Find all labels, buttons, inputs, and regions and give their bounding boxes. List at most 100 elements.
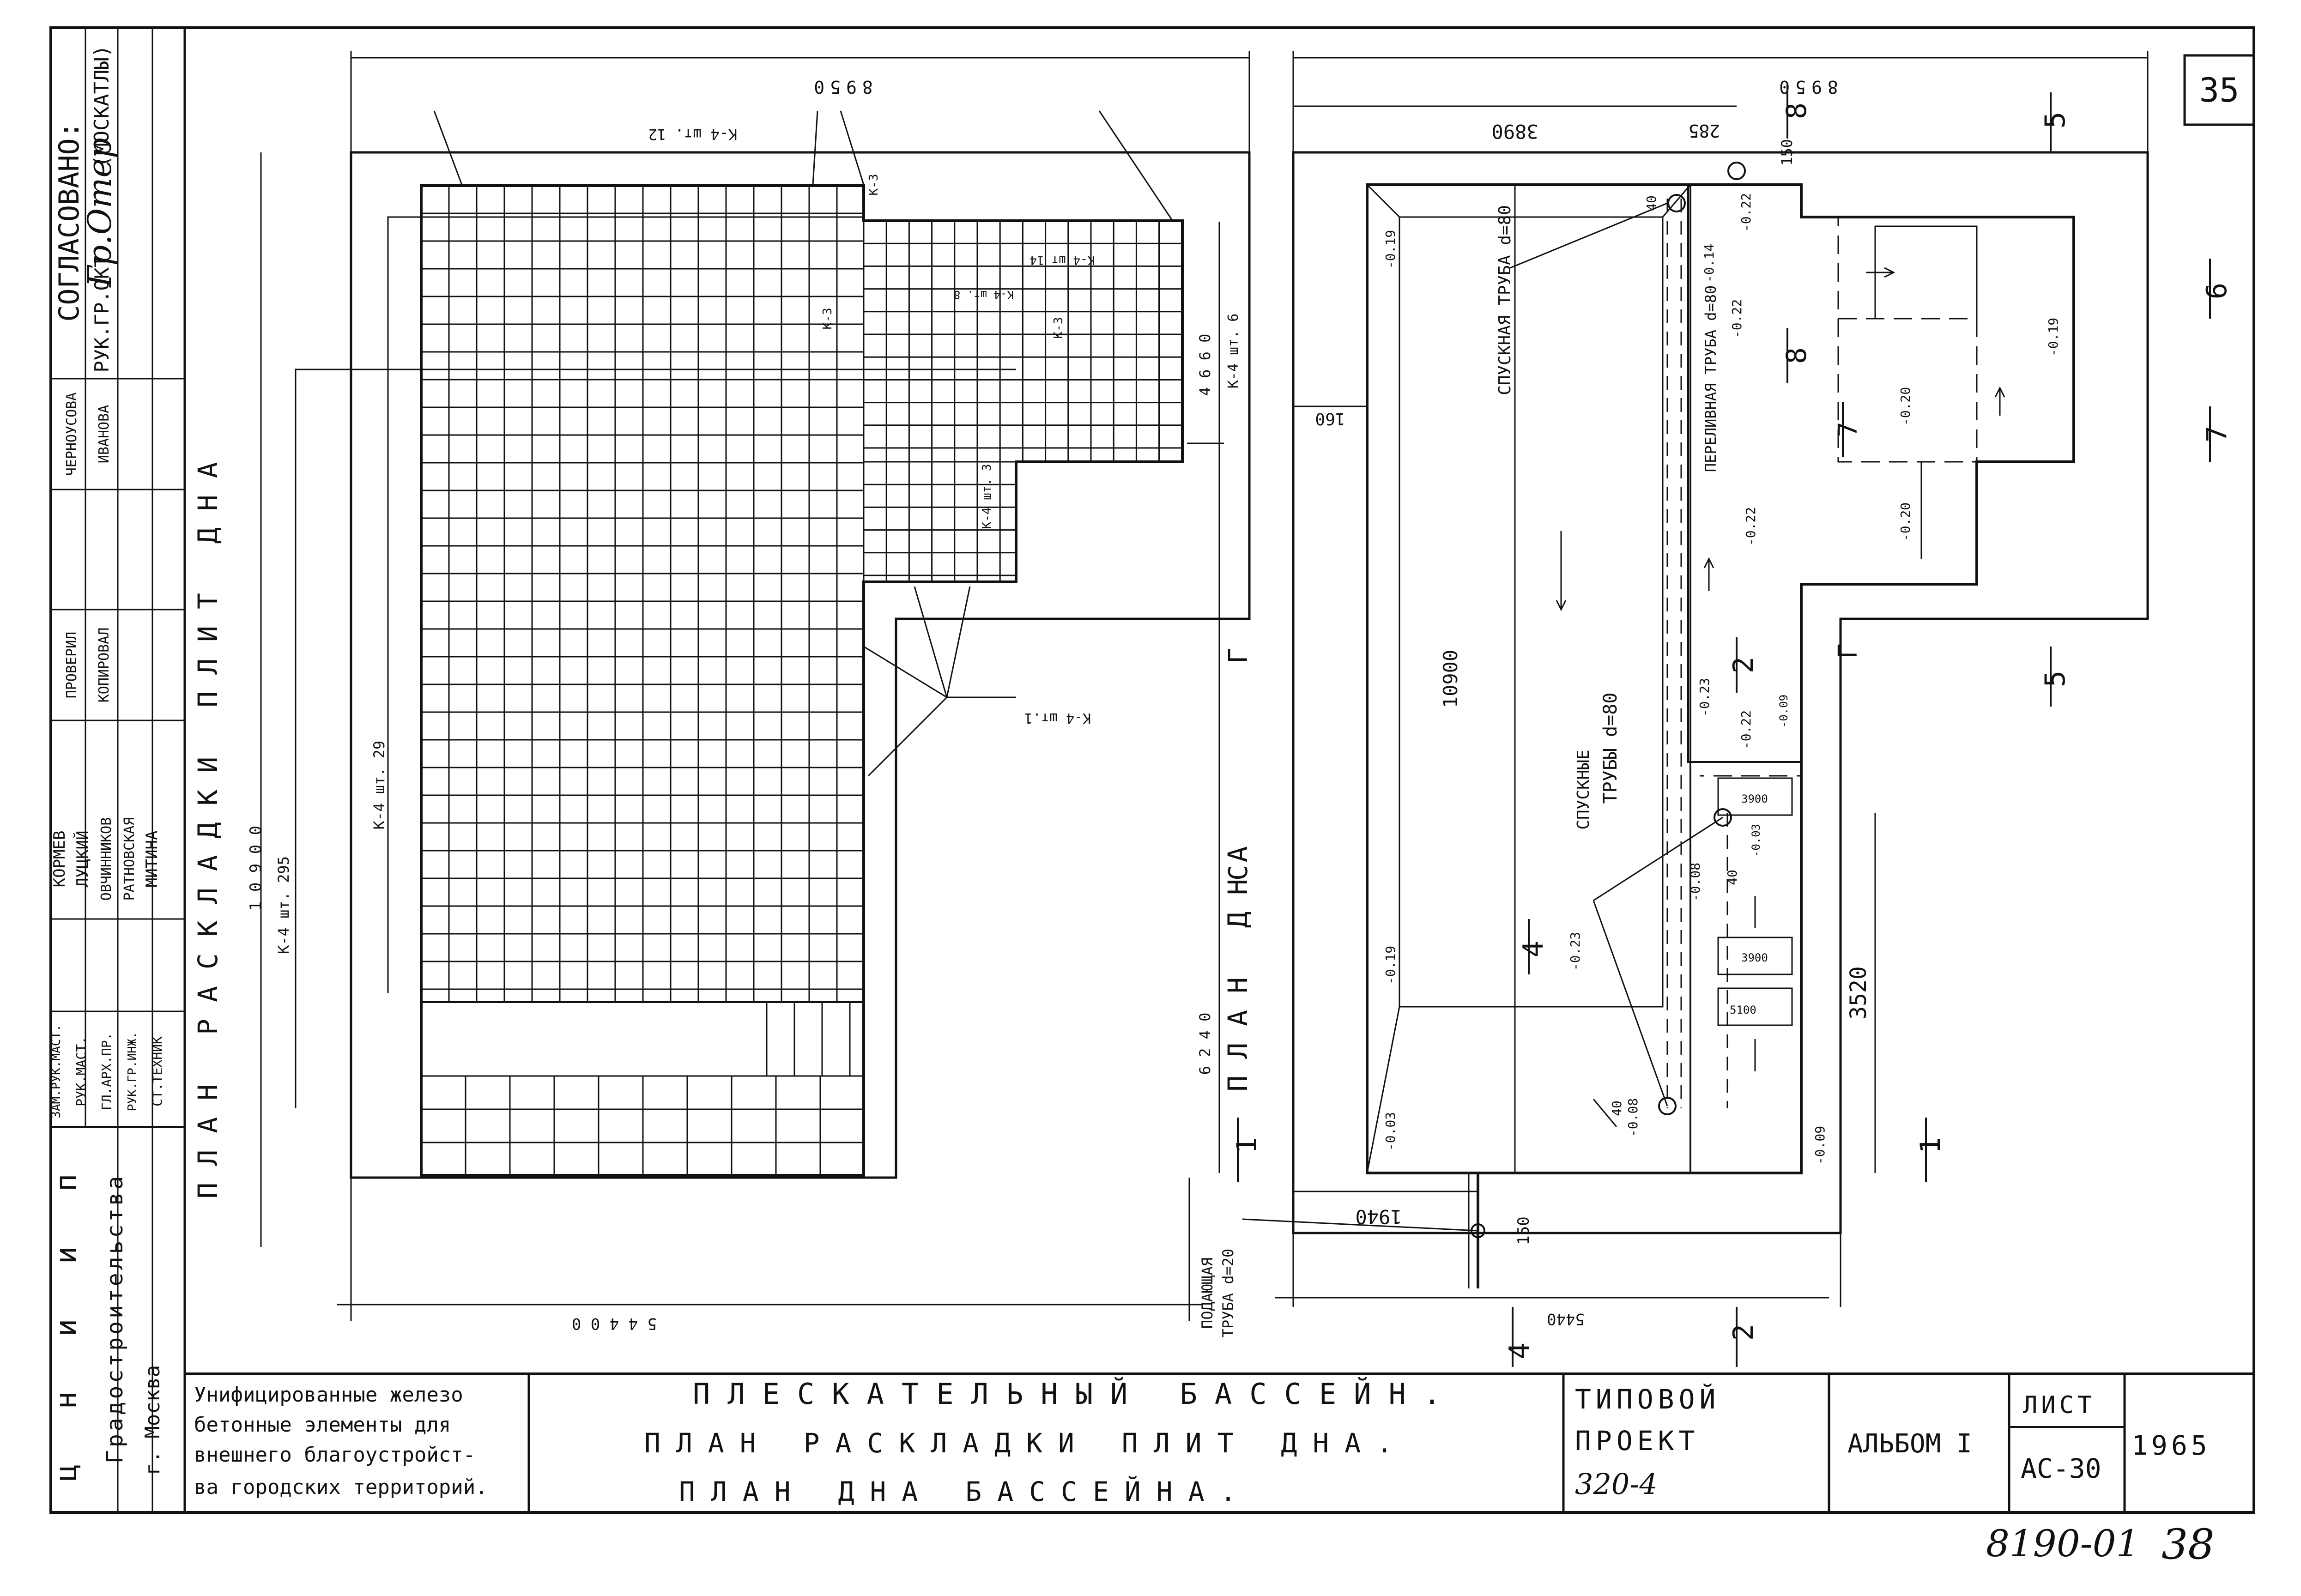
label-k3: К-3 xyxy=(867,174,881,196)
level-10: -0.22 xyxy=(1738,710,1754,749)
bowl-contour-left xyxy=(420,184,1184,1177)
right-dim-285: 285 xyxy=(1689,121,1720,141)
project-line-1: ТИПОВОЙ xyxy=(1575,1383,1720,1415)
approval-role: РУК.ГР.ОКТ xyxy=(91,256,113,373)
right-dim-3520: 3520 xyxy=(1846,966,1871,1020)
level-15: -0.08 xyxy=(1625,1098,1641,1137)
supply-pipe-label-2: ТРУБА d=20 xyxy=(1219,1249,1237,1338)
approval-title: СОГЛАСОВАНО: xyxy=(53,121,85,321)
section-mark-7b: 7 xyxy=(1833,422,1863,437)
year: 1965 xyxy=(2131,1430,2211,1461)
right-dim-5100: 5100 xyxy=(1730,1004,1756,1016)
right-dim-40c: 40 xyxy=(1609,1100,1624,1116)
right-dim-150: 150 xyxy=(1778,139,1796,166)
left-dim-bottom: 5 4 4 0 0 xyxy=(572,1314,657,1333)
album-label: АЛЬБОМ I xyxy=(1847,1429,1972,1459)
name-4: РАТНОВСКАЯ xyxy=(121,817,138,901)
right-dim-40b: 40 xyxy=(1725,870,1740,885)
left-dim-right: 6 2 4 0 xyxy=(1196,1013,1214,1075)
level-8: -0.20 xyxy=(1898,502,1913,541)
slab-grid xyxy=(420,185,1183,1175)
descent-pipe-label: СПУСКНАЯ ТРУБА d=80 xyxy=(1496,205,1514,395)
level-14: -0.03 xyxy=(1383,1112,1398,1151)
name-3: ОВЧИННИКОВ xyxy=(98,817,115,901)
level-12: -0.23 xyxy=(1568,932,1583,971)
right-dim-40a: 40 xyxy=(1644,195,1659,211)
label-k4-small: К-4 шт. 8 xyxy=(954,288,1014,301)
project-line-2: ПРОЕКТ xyxy=(1575,1425,1700,1457)
sheet-title-3: ПЛАН ДНА БАССЕЙНА. xyxy=(679,1475,1252,1507)
label-k4-6: К-4 шт. 6 xyxy=(1225,314,1241,389)
check-name-1: ЧЕРНОУСОВА xyxy=(64,393,80,476)
org-name-2: Градостроительства xyxy=(102,1173,128,1463)
level-4: -0.22 xyxy=(1729,299,1744,338)
left-dim-top: 8950 xyxy=(808,77,873,97)
shallow-zone xyxy=(1689,761,1802,1174)
outer-contour-right xyxy=(1292,151,2149,1234)
top-right-drain xyxy=(1727,162,1746,180)
approval-block: СОГЛАСОВАНО: (МОСКАТЛЫ) РУК.ГР.ОКТ Гр.От… xyxy=(53,45,119,373)
level-3: -0.22 xyxy=(1738,193,1754,232)
section-mark-2b: 2 xyxy=(1727,657,1760,673)
label-k4-14: К-4 шт 14 xyxy=(1030,253,1095,267)
signature-block: ЧЕРНОУСОВА ИВАНОВА ПРОВЕРИЛ КОПИРОВАЛ КО… xyxy=(49,393,165,1118)
section-mark-5b: 5 xyxy=(2039,671,2071,687)
middle-drain xyxy=(1714,808,1732,827)
pool-bottom-plan: 8950 3890 285 150 160 10900 3520 1940 15… xyxy=(1199,51,2149,1338)
section-mark-5: 5 xyxy=(2039,112,2071,128)
label-k3-b: К-3 xyxy=(821,308,835,330)
level-6: -0.20 xyxy=(1898,387,1913,426)
descent-pipes-label-2: ТРУБЫ d=80 xyxy=(1600,693,1621,804)
section-marks: ПЛАН ДНА 1 1 4 4 2 2 5 5 6 7 7 8 8 Г Г С xyxy=(1222,83,2233,1367)
right-dim-5440: 5440 xyxy=(1547,1310,1585,1328)
series-line-4: ва городских территорий. xyxy=(194,1475,488,1499)
archive-page: 38 xyxy=(2162,1520,2215,1569)
level-11: -0.19 xyxy=(1383,946,1398,985)
level-18: -0.09 xyxy=(1777,695,1790,728)
org-name: ц н и и п xyxy=(49,1155,84,1482)
series-line-1: Унифицированные железо xyxy=(194,1383,463,1407)
right-dim-10900: 10900 xyxy=(1439,650,1462,708)
leader-lines-left xyxy=(295,110,1224,1108)
section-mark-8b: 8 xyxy=(1780,347,1813,364)
series-line-2: бетонные элементы для xyxy=(194,1413,451,1437)
section-mark-4: 4 xyxy=(1503,1342,1536,1359)
name-2: ЛУЦКИЙ xyxy=(73,831,92,888)
level-2: -0.14 xyxy=(1702,244,1717,283)
level-9: -0.23 xyxy=(1697,678,1712,717)
role-3: ГЛ.АРХ.ПР. xyxy=(99,1033,114,1111)
label-k4-3: К-4 шт. 3 xyxy=(980,464,994,529)
overflow-drain xyxy=(1667,194,1686,212)
sheet-code: АС-30 xyxy=(2021,1453,2101,1484)
section-mark-6: 6 xyxy=(2201,283,2233,299)
section-mark-c: С xyxy=(1223,865,1253,881)
level-5: -0.19 xyxy=(2046,318,2061,357)
left-plan-title: ПЛАН РАСКЛАДКИ ПЛИТ ДНА xyxy=(192,445,224,1198)
role-1: ЗАМ.РУК.МАСТ. xyxy=(49,1024,63,1118)
section-mark-4b: 4 xyxy=(1517,941,1550,957)
section-mark-7: 7 xyxy=(2201,426,2233,442)
label-k4-1: К-4 шт.1 xyxy=(1024,710,1091,726)
left-dim-height: 1 0 9 0 0 xyxy=(247,826,265,911)
right-dim-160: 160 xyxy=(1315,409,1345,428)
left-dim-right-small: 4 6 6 0 xyxy=(1196,334,1214,396)
right-dim-3890: 3890 xyxy=(1491,120,1538,143)
sheet-title-1: ПЛЕСКАТЕЛЬНЫЙ БАССЕЙН. xyxy=(693,1377,1458,1411)
label-k4-295: К-4 шт. 295 xyxy=(275,856,292,954)
section-mark-2: 2 xyxy=(1727,1324,1760,1341)
bottom-drain xyxy=(1658,1097,1677,1115)
right-dim-150b: 150 xyxy=(1514,1216,1533,1245)
sheet-number-box xyxy=(2183,54,2255,126)
organization-stamp: ц н и и п Градостроительства г. Москва xyxy=(49,1155,164,1482)
deep-zone xyxy=(1366,184,1691,1174)
sheet-number: 35 xyxy=(2199,71,2240,109)
name-1: КОРМЕВ xyxy=(50,831,69,888)
sheet-frame xyxy=(49,26,2255,1514)
approval-signature: Гр.Отер xyxy=(81,138,119,288)
section-mark-g1: Г xyxy=(1223,648,1253,664)
name-5: МИТИНА xyxy=(143,831,161,888)
check-name-2: ИВАНОВА xyxy=(96,405,112,463)
label-k4-29: К-4 шт. 29 xyxy=(370,741,388,830)
